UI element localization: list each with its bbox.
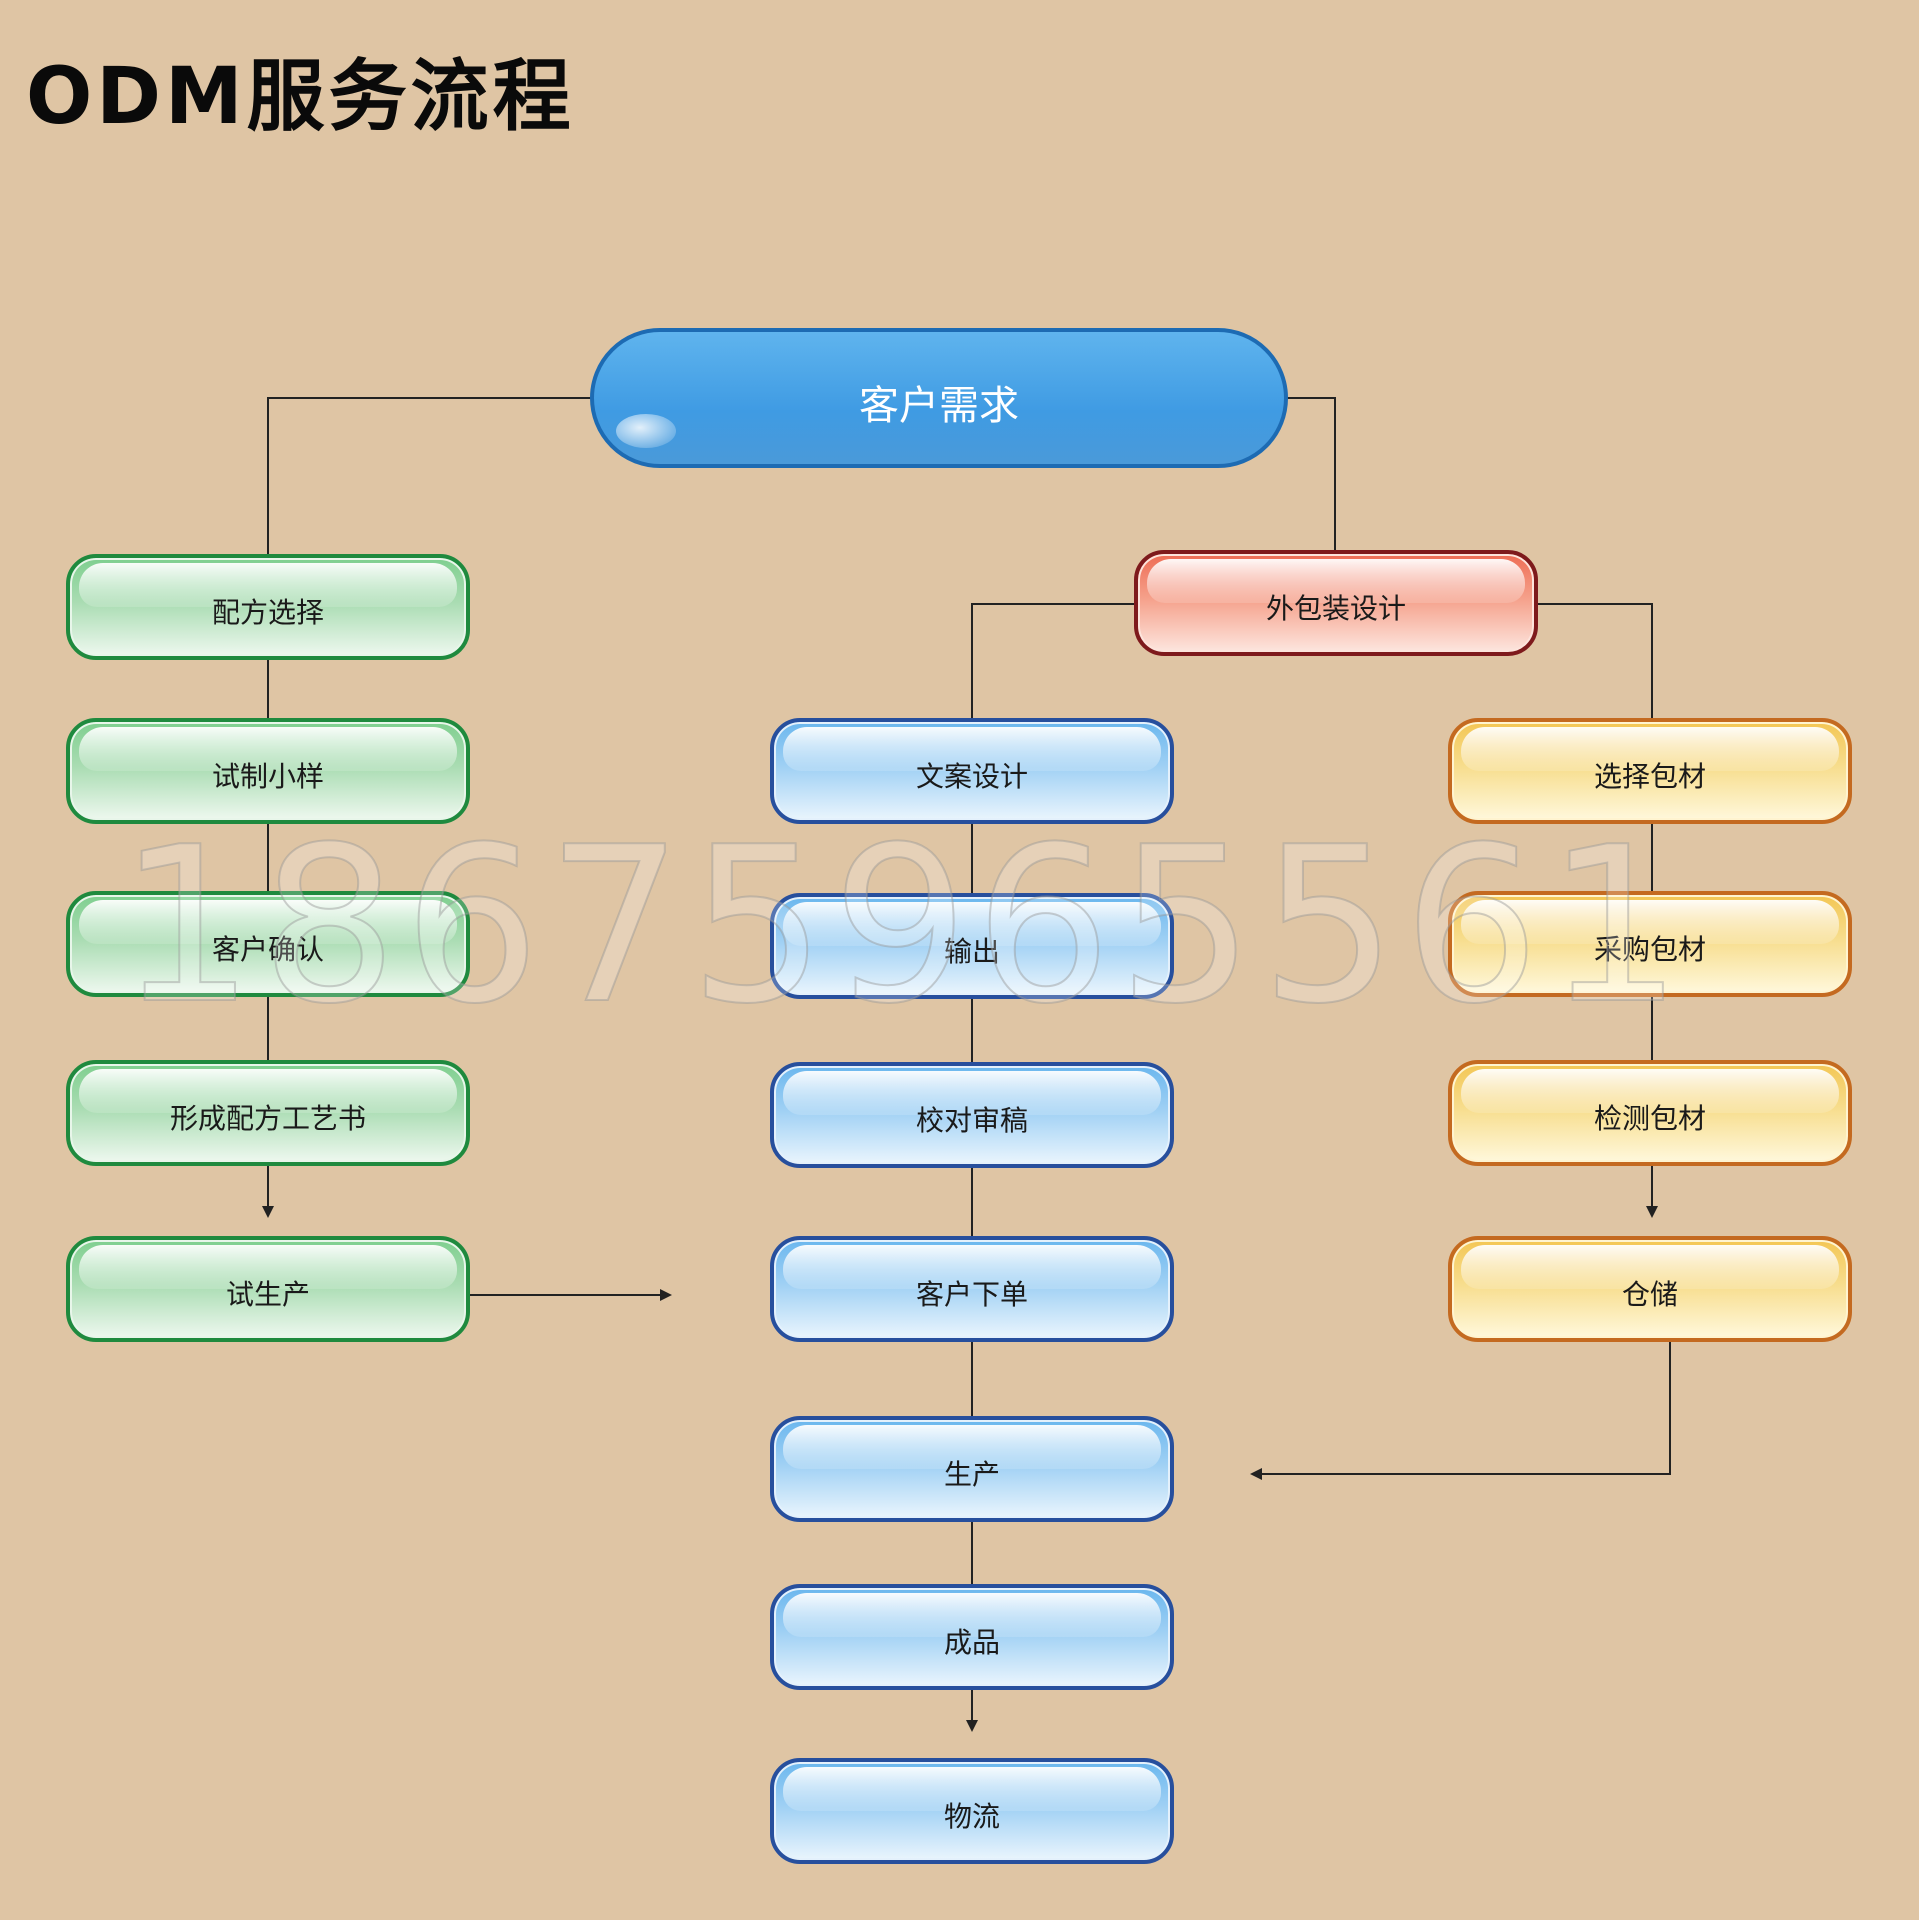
node-label: 选择包材 [1593, 760, 1706, 793]
left-node-5: 试生产 [66, 1236, 470, 1342]
node-label: 校对审稿 [915, 1104, 1028, 1137]
node-label: 外包装设计 [1265, 592, 1406, 625]
node-label: 形成配方工艺书 [169, 1102, 366, 1135]
center-node-5: 生产 [770, 1416, 1174, 1522]
connector-branch-center [971, 603, 1136, 720]
watermark-number: 18675965561 [117, 800, 1689, 1051]
center-node-4: 客户下单 [770, 1236, 1174, 1342]
center-node-1: 文案设计 [770, 718, 1174, 824]
root-label: 客户需求 [859, 383, 1019, 429]
node-label: 检测包材 [1593, 1102, 1706, 1135]
node-label: 生产 [943, 1458, 1000, 1491]
right-node-2: 采购包材 [1448, 891, 1852, 997]
node-label: 试生产 [225, 1278, 310, 1311]
left-node-1: 配方选择 [66, 554, 470, 660]
right-node-3: 检测包材 [1448, 1060, 1852, 1166]
node-label: 成品 [943, 1626, 1000, 1659]
node-label: 仓储 [1621, 1278, 1678, 1311]
branch-node: 外包装设计 [1134, 550, 1538, 656]
node-label: 配方选择 [211, 596, 324, 629]
node-label: 试制小样 [211, 760, 324, 793]
center-node-3: 校对审稿 [770, 1062, 1174, 1168]
node-label: 物流 [943, 1800, 1000, 1833]
root-node: 客户需求 [590, 328, 1288, 468]
node-label: 客户确认 [211, 933, 324, 966]
node-label: 输出 [943, 935, 1000, 968]
center-node-7: 物流 [770, 1758, 1174, 1864]
page-title: ODM服务流程 [26, 52, 575, 142]
node-label: 采购包材 [1593, 933, 1706, 966]
connector-root-branch [1286, 397, 1336, 554]
left-node-2: 试制小样 [66, 718, 470, 824]
right-node-1: 选择包材 [1448, 718, 1852, 824]
connector-storage-to-production [1250, 1342, 1671, 1480]
left-node-3: 客户确认 [66, 891, 470, 997]
left-node-4: 形成配方工艺书 [66, 1060, 470, 1166]
node-label: 客户下单 [915, 1278, 1028, 1311]
node-label: 文案设计 [915, 760, 1028, 793]
gloss-highlight [616, 414, 676, 448]
connector-branch-right [1536, 603, 1653, 720]
center-node-2: 输出 [770, 893, 1174, 999]
connector-root-left [267, 397, 592, 556]
right-node-4: 仓储 [1448, 1236, 1852, 1342]
center-node-6: 成品 [770, 1584, 1174, 1690]
